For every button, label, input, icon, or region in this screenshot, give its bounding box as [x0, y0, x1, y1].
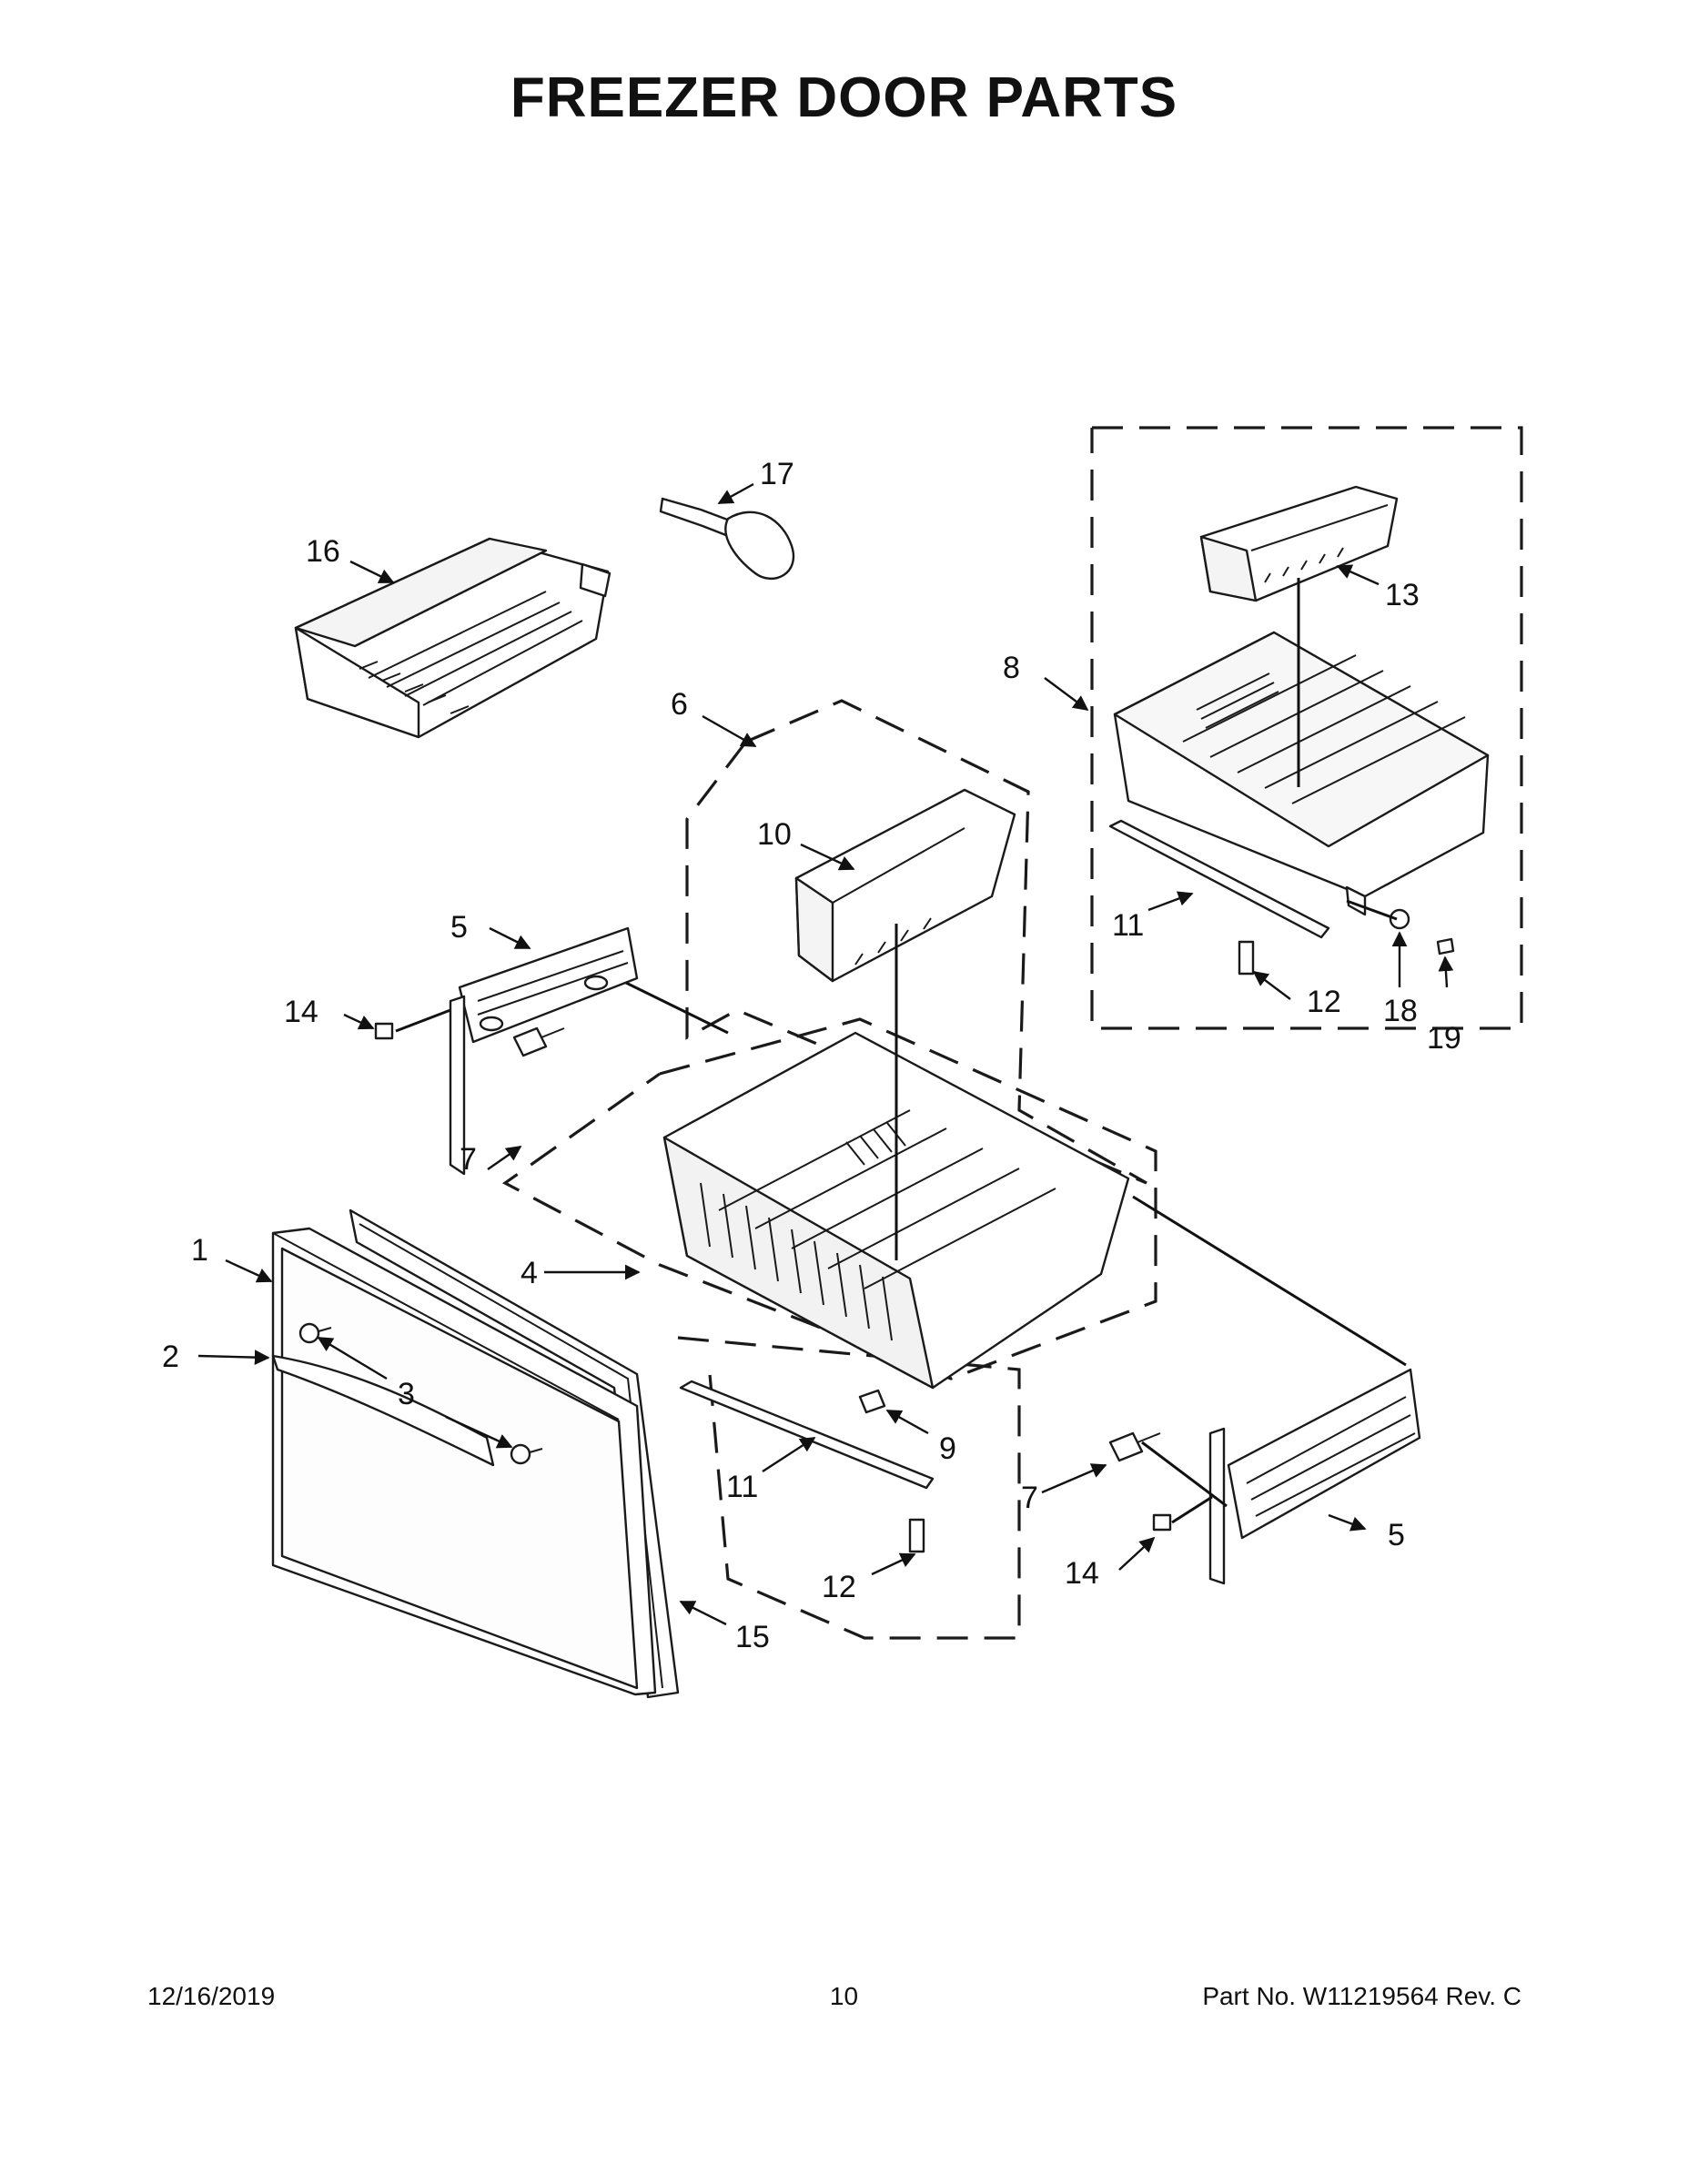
group-boundary-4 [501, 1017, 1157, 1380]
upper-basket-part-8 [1113, 631, 1490, 916]
callout-10: 10 [757, 817, 792, 852]
callout-11-lower: 11 [726, 1470, 758, 1504]
leader-arrows [197, 482, 1454, 1626]
callout-5-left: 5 [450, 910, 468, 945]
callout-5-right: 5 [1388, 1518, 1405, 1552]
bumper-part-9 [858, 1389, 886, 1414]
callout-17: 17 [760, 457, 794, 491]
callout-3: 3 [398, 1377, 415, 1411]
callout-8: 8 [1003, 651, 1020, 685]
ice-scoop-part-17 [659, 497, 795, 581]
callout-15: 15 [735, 1620, 770, 1654]
callout-18: 18 [1383, 994, 1418, 1028]
screw-part-19 [1436, 937, 1455, 956]
assembly-lines [395, 578, 1407, 1524]
washer-part-18 [1389, 908, 1410, 930]
screw-part-7-left [512, 1026, 565, 1057]
callout-4: 4 [521, 1256, 538, 1290]
group-boundary-8 [1090, 426, 1523, 1030]
callout-2: 2 [162, 1340, 179, 1374]
footer-date: 12/16/2019 [147, 1982, 276, 2010]
callout-19: 19 [1427, 1021, 1461, 1056]
page-title: FREEZER DOOR PARTS [510, 66, 1178, 129]
clip-part-14-right [1152, 1513, 1172, 1532]
slide-rail-right-part-5 [1208, 1368, 1421, 1585]
footer-page-number: 10 [829, 1982, 859, 2010]
callout-11-upper: 11 [1112, 908, 1144, 943]
handle-part-2 [271, 1354, 495, 1467]
ice-bin-part-16 [294, 537, 612, 739]
upper-bin-part-13 [1199, 485, 1399, 602]
slide-strip-part-11-upper [1108, 819, 1330, 939]
drawer-front-part-1 [271, 1227, 657, 1696]
screw-part-3-lower [510, 1443, 543, 1465]
callout-12-lower: 12 [822, 1570, 856, 1604]
callout-7-left: 7 [460, 1142, 477, 1177]
callout-7-right: 7 [1021, 1481, 1038, 1515]
callout-9: 9 [939, 1431, 956, 1466]
screw-part-12-upper [1238, 940, 1255, 976]
callout-1: 1 [191, 1233, 208, 1268]
callout-6: 6 [671, 687, 688, 722]
divider-bin-part-10 [794, 788, 1016, 983]
callout-14-right: 14 [1065, 1556, 1099, 1591]
screw-part-12-lower [908, 1518, 925, 1553]
screw-part-7-right [1108, 1431, 1161, 1462]
group-boundary-6 [685, 699, 1147, 1185]
callout-12-upper: 12 [1307, 985, 1341, 1019]
slide-strip-part-11-lower [679, 1380, 935, 1490]
screw-part-3-upper [298, 1322, 332, 1344]
callout-16: 16 [306, 534, 340, 569]
clip-part-14-left [374, 1022, 394, 1040]
callout-14-left: 14 [284, 995, 318, 1029]
slide-rail-left-part-5 [449, 926, 639, 1176]
footer-part-number: Part No. W11219564 Rev. C [1202, 1982, 1521, 2010]
callout-13: 13 [1385, 578, 1420, 612]
